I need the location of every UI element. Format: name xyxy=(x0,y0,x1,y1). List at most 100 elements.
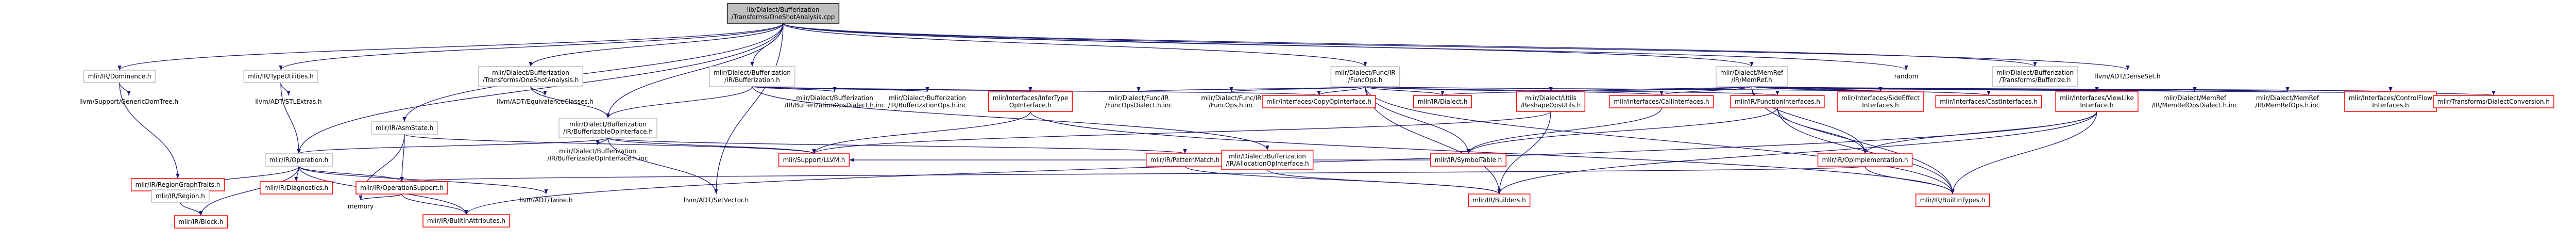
graph-node[interactable]: lib/Dialect/Bufferization/Transforms/One… xyxy=(726,3,840,24)
graph-node-box xyxy=(1730,95,1825,108)
graph-node[interactable]: mlir/IR/TypeUtilities.h xyxy=(243,70,318,83)
graph-edge xyxy=(752,86,1269,151)
graph-node[interactable]: mlir/IR/FunctionInterfaces.h xyxy=(1730,95,1825,108)
graph-node-label: /FuncOps.h xyxy=(1348,76,1383,84)
graph-node: llvm/ADT/EquivalenceClasses.h xyxy=(497,98,594,105)
graph-edge xyxy=(1863,111,2097,154)
graph-node-label: mlir/Dialect/Bufferization xyxy=(1996,69,2074,76)
graph-node[interactable]: mlir/IR/Operation.h xyxy=(265,153,333,167)
graph-node[interactable]: mlir/IR/Dialect.h xyxy=(1413,95,1472,108)
graph-node-label: /Transforms/OneShotAnalysis.cpp xyxy=(732,13,835,21)
graph-edge xyxy=(1659,86,1752,96)
graph-node-label: OpInterface.h xyxy=(1009,102,1052,109)
graph-edge xyxy=(1184,166,1501,195)
graph-node[interactable]: mlir/IR/BuiltinAttributes.h xyxy=(422,214,510,228)
graph-node-label: mlir/IR/OperationSupport.h xyxy=(360,184,444,191)
graph-node[interactable]: mlir/IR/RegionGraphTraits.h xyxy=(130,178,225,191)
graph-node[interactable]: mlir/IR/OperationSupport.h xyxy=(355,181,448,195)
graph-node: mlir/Dialect/MemRef/IR/MemRefOps.h.inc xyxy=(2256,94,2320,109)
graph-node[interactable]: mlir/Dialect/Bufferization/IR/Bufferizat… xyxy=(709,66,795,87)
graph-node-label: mlir/Dialect/Utils xyxy=(1525,94,1577,102)
graph-node[interactable]: mlir/IR/OpImplementation.h xyxy=(1817,153,1913,167)
graph-node-label: mlir/Interfaces/CastInterfaces.h xyxy=(1940,98,2037,105)
graph-node[interactable]: mlir/Support/LLVM.h xyxy=(778,153,850,167)
graph-node[interactable]: mlir/Dialect/Utils/ReshapeOpsUtils.h xyxy=(1516,91,1586,112)
graph-edge xyxy=(294,166,299,182)
graph-node: mlir/Dialect/Func/IR/FuncOpsDialect.h.in… xyxy=(1105,94,1172,109)
graph-node-label: mlir/Dialect/MemRef xyxy=(2256,94,2319,102)
graph-node-label: mlir/Dialect/Bufferization xyxy=(559,148,636,155)
graph-node[interactable]: mlir/IR/Dominance.h xyxy=(83,70,156,83)
graph-edge xyxy=(1751,86,2392,92)
graph-node-label: llvm/ADT/SetVector.h xyxy=(684,197,749,204)
graph-node-box xyxy=(355,181,448,195)
graph-node-label: Interface.h xyxy=(2080,102,2113,109)
graph-node[interactable]: mlir/IR/AsmState.h xyxy=(370,121,438,135)
graph-node[interactable]: mlir/IR/Diagnostics.h xyxy=(260,181,333,195)
graph-edge xyxy=(1777,107,1955,195)
graph-node-label: mlir/Interfaces/ControlFlow xyxy=(2349,94,2432,102)
graph-node[interactable]: mlir/Dialect/Bufferization/Transforms/Bu… xyxy=(1992,66,2078,87)
graph-node[interactable]: mlir/IR/BuiltinTypes.h xyxy=(1915,193,1990,207)
graph-node[interactable]: mlir/IR/Region.h xyxy=(151,189,210,203)
graph-node[interactable]: mlir/Transforms/DialectConversion.h xyxy=(2433,95,2554,108)
graph-edge xyxy=(180,202,203,216)
graph-node-label: mlir/IR/OpImplementation.h xyxy=(1822,156,1908,164)
graph-node[interactable]: mlir/Dialect/Bufferization/Transforms/On… xyxy=(478,66,584,87)
graph-node-label: mlir/IR/Block.h xyxy=(178,218,223,225)
graph-node[interactable]: mlir/Interfaces/CopyOpInterface.h xyxy=(1262,95,1376,108)
graph-edge xyxy=(714,23,784,195)
graph-node[interactable]: mlir/Dialect/MemRef/IR/MemRef.h xyxy=(1716,66,1788,87)
graph-edge xyxy=(1267,169,1501,195)
graph-node-box xyxy=(558,118,657,138)
graph-node-label: /IR/BufferizableOpInterface.h xyxy=(563,128,653,135)
graph-node-label: mlir/IR/BuiltinAttributes.h xyxy=(427,217,505,224)
graph-node-label: /IR/BufferizationOps.h.inc xyxy=(888,102,967,109)
graph-node[interactable]: mlir/Dialect/Bufferization/IR/Allocation… xyxy=(1221,150,1314,170)
graph-node[interactable]: mlir/Interfaces/CastInterfaces.h xyxy=(1935,95,2042,108)
graph-node-box xyxy=(988,91,1073,112)
graph-node-box xyxy=(478,66,584,87)
graph-node-label: /IR/MemRefOpsDialect.h.inc xyxy=(2152,102,2238,109)
graph-node-label: mlir/Dialect/Bufferization xyxy=(492,69,569,76)
graph-node-box xyxy=(726,3,840,24)
graph-node-box xyxy=(370,121,438,135)
graph-node-label: mlir/Dialect/MemRef xyxy=(1720,69,1784,76)
graph-node-label: mlir/Interfaces/ViewLike xyxy=(2060,94,2134,102)
graph-edge xyxy=(812,111,1551,154)
graph-node-label: /ReshapeOpsUtils.h xyxy=(1521,102,1581,109)
graph-node[interactable]: mlir/Interfaces/CallInterfaces.h xyxy=(1609,95,1714,108)
graph-node[interactable]: mlir/Dialect/Func/IR/FuncOps.h xyxy=(1330,66,1400,87)
graph-node-label: llvm/ADT/STLExtras.h xyxy=(255,98,321,105)
graph-node-box xyxy=(422,214,510,228)
graph-node-box xyxy=(1915,193,1990,207)
graph-node-box xyxy=(260,181,333,195)
graph-node-box xyxy=(2433,95,2554,108)
graph-node-label: memory xyxy=(348,203,374,210)
graph-node-label: /IR/BufferizationOpsDialect.h.inc xyxy=(785,102,885,109)
graph-node: memory xyxy=(348,203,374,210)
graph-edge xyxy=(607,137,816,154)
graph-edge xyxy=(752,86,1320,96)
graph-node[interactable]: mlir/IR/PatternMatch.h xyxy=(1146,153,1224,167)
graph-node-label: mlir/Interfaces/CopyOpInterface.h xyxy=(1266,98,1371,105)
graph-node-box xyxy=(130,178,225,191)
graph-node[interactable]: mlir/IR/Block.h xyxy=(174,215,228,229)
graph-node-label: llvm/ADT/DenseSet.h xyxy=(2095,73,2160,80)
graph-edge xyxy=(402,23,784,122)
graph-node[interactable]: mlir/IR/Builders.h xyxy=(1468,193,1531,207)
graph-edge xyxy=(119,82,180,179)
graph-node-label: mlir/Interfaces/SideEffect xyxy=(1841,94,1920,102)
graph-node-label: mlir/IR/BuiltinTypes.h xyxy=(1920,197,1986,204)
graph-edge xyxy=(1229,86,1366,92)
graph-node: llvm/ADT/Twine.h xyxy=(519,197,572,204)
graph-edge xyxy=(783,23,1908,71)
graph-node[interactable]: mlir/IR/SymbolTable.h xyxy=(1430,153,1506,167)
graph-edge xyxy=(400,134,405,182)
graph-node[interactable]: mlir/Dialect/Bufferization/IR/Bufferizab… xyxy=(558,118,657,138)
